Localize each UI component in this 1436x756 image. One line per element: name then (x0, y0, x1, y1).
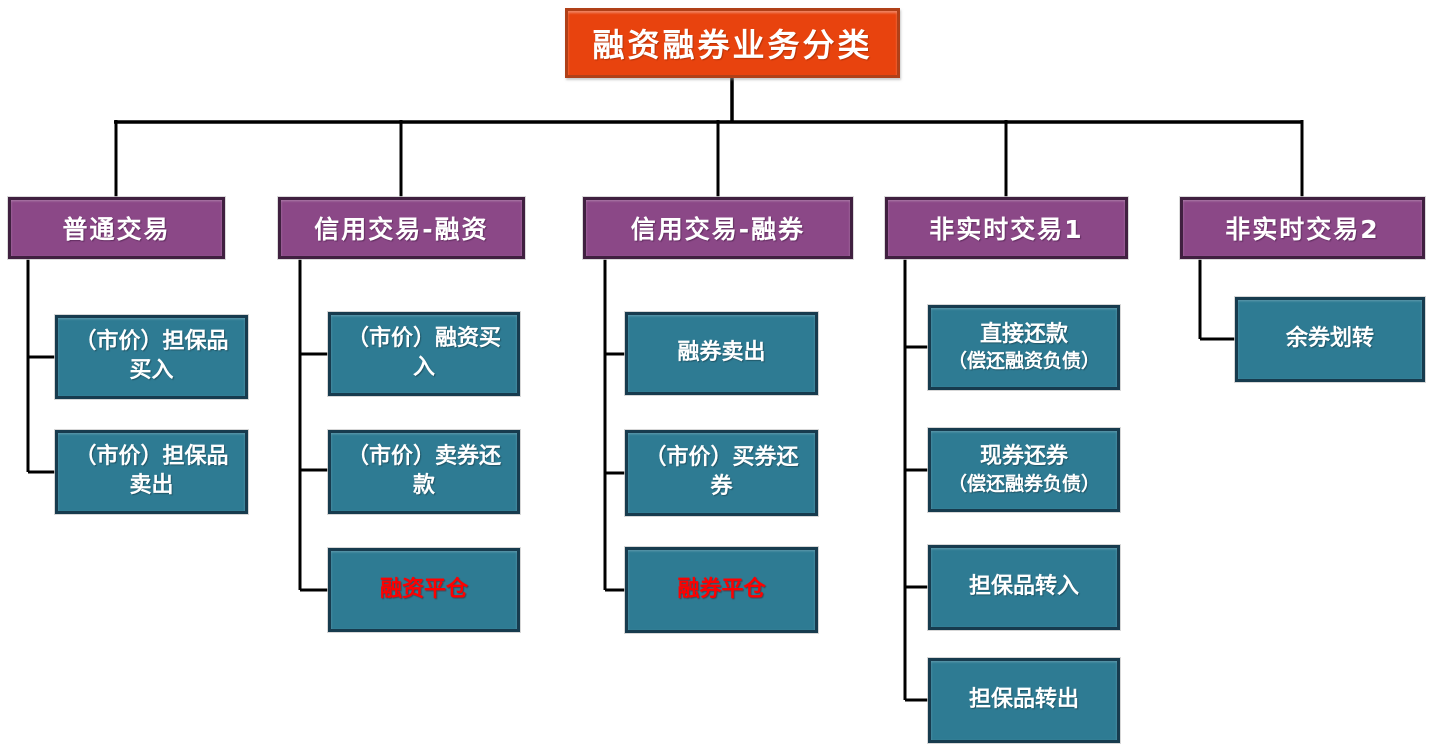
leaf-residual-securities-transfer: 余券划转 (1235, 297, 1425, 382)
leaf-margin-buy: （市价）融资买入 (328, 312, 520, 396)
leaf-sell-to-repay: （市价）卖券还款 (328, 430, 520, 514)
leaf-collateral-transfer-in: 担保品转入 (928, 545, 1120, 630)
leaf-direct-repayment: 直接还款 （偿还融资负债） (928, 305, 1120, 390)
leaf-sublabel: （偿还融资负债） (947, 350, 1100, 373)
node-root-title: 融资融券业务分类 (565, 8, 900, 78)
branch-nonrealtime-2: 非实时交易2 (1180, 197, 1425, 259)
leaf-sublabel: （偿还融券负债） (947, 472, 1100, 495)
leaf-collateral-transfer-out: 担保品转出 (928, 658, 1120, 743)
leaf-label: 现券还券 (979, 444, 1068, 470)
branch-ordinary-trading: 普通交易 (8, 197, 225, 259)
leaf-financing-forced-close: 融资平仓 (328, 548, 520, 632)
leaf-buy-to-return: （市价）买券还券 (625, 430, 818, 516)
branch-nonrealtime-1: 非实时交易1 (885, 197, 1128, 259)
leaf-label: 直接还款 (979, 321, 1068, 347)
branch-credit-securities-lending: 信用交易-融券 (583, 197, 853, 259)
leaf-collateral-sell: （市价）担保品卖出 (55, 430, 248, 514)
branch-credit-financing: 信用交易-融资 (278, 197, 525, 259)
leaf-short-sell: 融券卖出 (625, 312, 818, 395)
leaf-collateral-buy: （市价）担保品买入 (55, 315, 248, 399)
leaf-shorting-forced-close: 融券平仓 (625, 547, 818, 633)
leaf-return-securities: 现券还券 （偿还融券负债） (928, 428, 1120, 512)
